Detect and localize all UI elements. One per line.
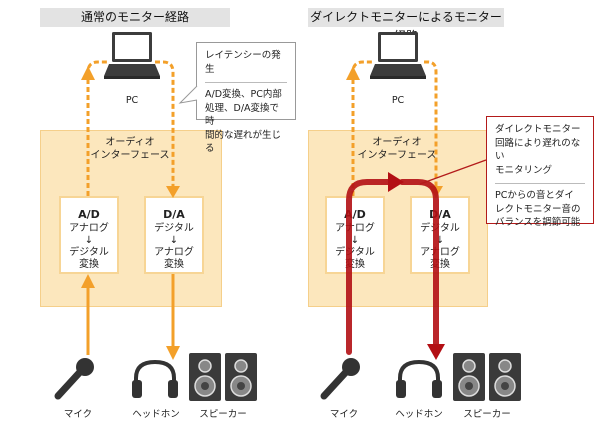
- left-arrowhead-da: [166, 186, 180, 198]
- left-latency-note: レイテンシーの発生 A/D変換、PC内部 処理、D/A変換で時 間的な遅れが生じ…: [196, 42, 296, 154]
- microphone-icon: [320, 358, 360, 400]
- headphones-icon: [132, 359, 178, 398]
- left-pc-label: PC: [125, 95, 139, 106]
- right-speaker-label: スピーカー: [463, 409, 511, 420]
- left-arrowhead-up: [81, 66, 95, 80]
- speaker-icon: [453, 353, 521, 401]
- microphone-icon: [54, 358, 94, 400]
- red-arrowhead-mid: [388, 172, 404, 192]
- left-ad-converter: A/D アナログ ↓ デジタル 変換: [59, 196, 119, 274]
- laptop-icon: [370, 32, 426, 79]
- left-panel-title: 通常のモニター経路: [40, 8, 230, 27]
- left-arrowhead-mic: [81, 274, 95, 288]
- left-arrowhead-out: [166, 346, 180, 360]
- left-da-converter: D/A デジタル ↓ アナログ 変換: [144, 196, 204, 274]
- laptop-icon: [104, 32, 160, 79]
- right-interface-label: オーディオ インターフェース: [357, 137, 437, 161]
- left-headphone-label: ヘッドホン: [132, 409, 180, 420]
- right-panel-title: ダイレクトモニターによるモニター経路: [308, 8, 504, 43]
- right-da-converter: D/A デジタル ↓ アナログ 変換: [410, 196, 470, 274]
- right-mic-label: マイク: [329, 409, 359, 420]
- headphones-icon: [396, 359, 442, 398]
- speaker-icon: [189, 353, 257, 401]
- right-ad-converter: A/D アナログ ↓ デジタル 変換: [325, 196, 385, 274]
- left-mic-label: マイク: [63, 409, 93, 420]
- left-speaker-label: スピーカー: [199, 409, 247, 420]
- red-arrowhead-out: [427, 344, 445, 360]
- right-headphone-label: ヘッドホン: [395, 409, 443, 420]
- right-pc-label: PC: [391, 95, 405, 106]
- right-direct-monitor-note: ダイレクトモニター 回路により遅れのない モニタリング PCからの音とダイ レク…: [486, 116, 594, 228]
- left-interface-label: オーディオ インターフェース: [90, 137, 170, 161]
- left-dashed-down: [155, 60, 175, 190]
